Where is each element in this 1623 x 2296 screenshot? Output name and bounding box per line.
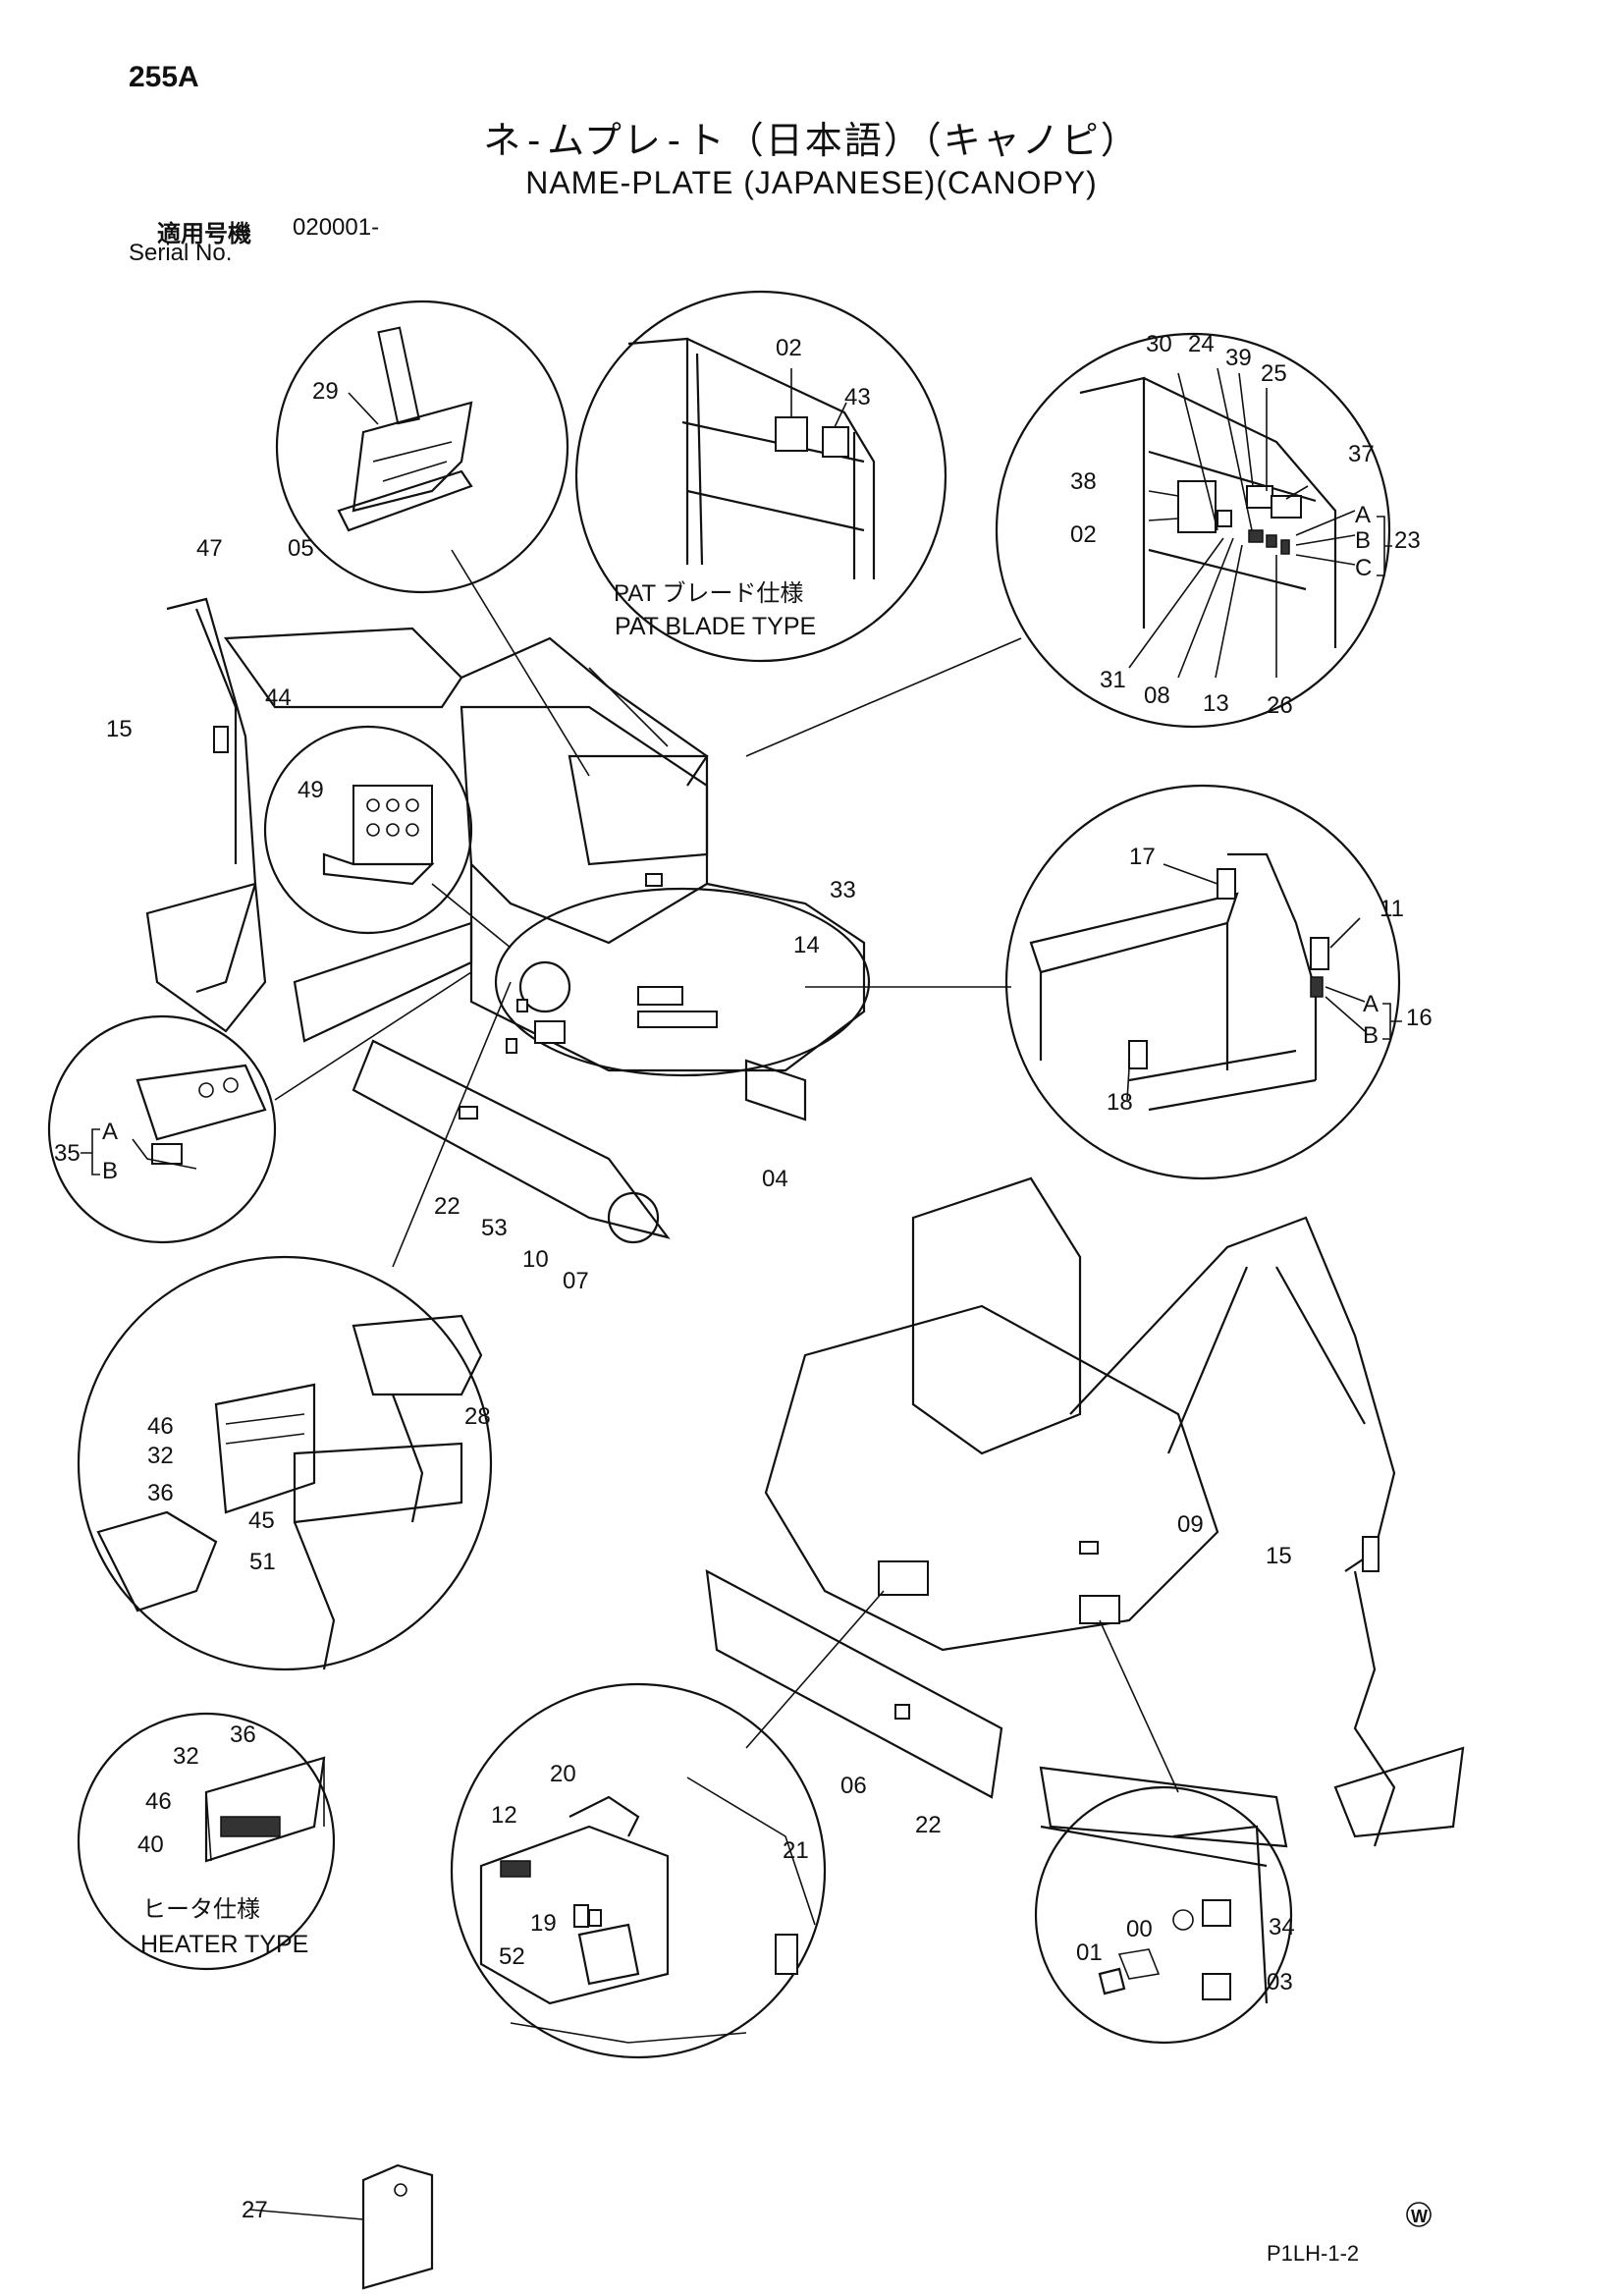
callout-11: 11 — [1380, 896, 1404, 922]
detail-circle-heater — [77, 1712, 336, 1971]
callout-47: 47 — [196, 535, 223, 562]
callout-37: 37 — [1348, 441, 1375, 467]
callout-02-panel: 02 — [1070, 521, 1097, 548]
watermark-letter: W — [1411, 2207, 1428, 2226]
callout-02-canopy: 02 — [776, 335, 802, 361]
callout-30: 30 — [1146, 331, 1172, 357]
label-A-23: A — [1355, 502, 1371, 528]
detail-circle-cab-side — [1004, 784, 1401, 1180]
callout-22-rear: 22 — [915, 1812, 942, 1838]
callout-15-front: 15 — [106, 716, 133, 742]
callout-15-rear: 15 — [1266, 1543, 1292, 1569]
callout-34: 34 — [1269, 1914, 1295, 1941]
callout-brackets — [81, 516, 1402, 2220]
callout-01: 01 — [1076, 1940, 1103, 1966]
callout-03: 03 — [1267, 1969, 1293, 1995]
heater-note-en: HEATER TYPE — [140, 1931, 308, 1958]
callout-39: 39 — [1225, 345, 1252, 371]
main-excavator-front — [145, 597, 871, 1244]
callout-29: 29 — [312, 378, 339, 405]
callout-32-console: 32 — [147, 1443, 174, 1469]
main-excavator-rear — [705, 1176, 1465, 1868]
pat-note-jp: PAT ブレード仕様 — [614, 580, 803, 607]
callout-09: 09 — [1177, 1511, 1204, 1538]
detail-circle-canopy — [574, 290, 947, 663]
detail-circle-consoles — [77, 1255, 493, 1671]
pat-note-en: PAT BLADE TYPE — [615, 613, 816, 640]
tag-27 — [361, 2163, 434, 2290]
detail-circle-cab-panel — [995, 332, 1391, 729]
callout-20: 20 — [550, 1761, 576, 1787]
callout-33: 33 — [830, 877, 856, 903]
label-A-35: A — [102, 1119, 118, 1145]
title-japanese: ネ-ムプレ-ト（日本語）（キャノピ） — [483, 119, 1140, 162]
detail-circle-pin-35 — [47, 1014, 277, 1244]
detail-circle-plate-49 — [263, 725, 473, 935]
label-B-23: B — [1355, 527, 1371, 554]
footer: W P1LH-1-2 — [1267, 2202, 1432, 2266]
callout-40: 40 — [137, 1831, 164, 1858]
callout-52: 52 — [499, 1943, 525, 1970]
callout-12: 12 — [491, 1802, 517, 1829]
callout-43: 43 — [844, 384, 871, 410]
callout-23: 23 — [1394, 527, 1421, 554]
callout-08: 08 — [1144, 683, 1170, 709]
heater-note-jp: ヒータ仕様 — [142, 1896, 260, 1923]
leader-lines — [274, 549, 1179, 1793]
callout-10: 10 — [522, 1246, 549, 1273]
callout-00: 00 — [1126, 1916, 1153, 1942]
callout-36-console: 36 — [147, 1480, 174, 1506]
detail-circle-under-cover — [450, 1682, 827, 2059]
callout-32-heater: 32 — [173, 1743, 199, 1770]
label-B-16: B — [1363, 1022, 1379, 1049]
title-english: NAME-PLATE (JAPANESE)(CANOPY) — [525, 165, 1098, 200]
drawing-code: P1LH-1-2 — [1267, 2241, 1359, 2266]
callout-14: 14 — [793, 932, 820, 958]
callout-28: 28 — [464, 1403, 491, 1430]
serial-range: 020001- — [293, 214, 380, 241]
callout-46-heater: 46 — [145, 1788, 172, 1815]
callout-38: 38 — [1070, 468, 1097, 495]
callout-18: 18 — [1107, 1089, 1133, 1116]
callout-53: 53 — [481, 1215, 508, 1241]
callout-36-heater: 36 — [230, 1722, 256, 1748]
callout-06: 06 — [840, 1773, 867, 1799]
callout-26: 26 — [1267, 692, 1293, 719]
callout-21: 21 — [783, 1837, 809, 1864]
callout-17: 17 — [1129, 844, 1156, 870]
callout-25: 25 — [1261, 360, 1287, 387]
detail-circle-lever — [275, 300, 569, 594]
detail-circle-cover-plate — [1034, 1785, 1293, 2045]
label-B-35: B — [102, 1158, 118, 1184]
callout-46-console: 46 — [147, 1413, 174, 1440]
callout-51: 51 — [249, 1549, 276, 1575]
callout-44: 44 — [265, 684, 292, 711]
callout-35: 35 — [54, 1140, 81, 1167]
callout-45: 45 — [248, 1507, 275, 1534]
callout-22-front: 22 — [434, 1193, 460, 1220]
callout-04: 04 — [762, 1166, 788, 1192]
callout-07: 07 — [563, 1268, 589, 1294]
callout-19: 19 — [530, 1910, 557, 1937]
label-C-23: C — [1355, 555, 1372, 581]
callout-16: 16 — [1406, 1005, 1433, 1031]
callout-31: 31 — [1100, 667, 1126, 693]
callout-05: 05 — [288, 535, 314, 562]
callout-49: 49 — [298, 777, 324, 803]
callout-13: 13 — [1203, 690, 1229, 717]
label-A-16: A — [1363, 991, 1379, 1017]
callout-labels: 29 02 43 PAT ブレード仕様 PAT BLADE TYPE 30 24… — [54, 331, 1433, 2223]
callout-24: 24 — [1188, 331, 1215, 357]
serial-label-english: Serial No. — [129, 240, 233, 266]
page-code: 255A — [129, 61, 199, 93]
serial-label-japanese: 適用号機 — [157, 220, 251, 247]
